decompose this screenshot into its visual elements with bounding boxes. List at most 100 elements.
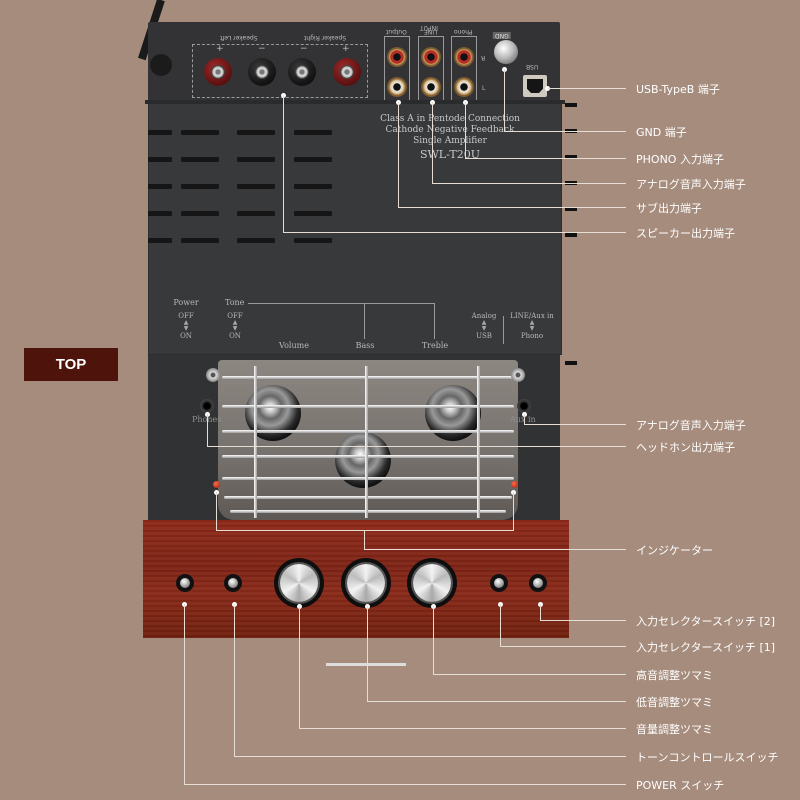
vent-slot — [181, 157, 219, 162]
leader-line — [184, 604, 185, 784]
callout-usb-typeb-terminal: USB-TypeB 端子 — [636, 83, 720, 96]
treble-knob-cap[interactable] — [413, 564, 451, 602]
callout-power-switch: POWER スイッチ — [636, 779, 725, 792]
power-switch[interactable] — [176, 574, 194, 592]
leader-line — [367, 606, 368, 701]
speaker-left-minus-terminal[interactable] — [248, 58, 276, 86]
up-down-arrows-icon: ▲▼ — [481, 319, 487, 332]
phono-r-jack[interactable] — [454, 47, 474, 67]
volume-knob[interactable] — [274, 558, 324, 608]
leader-line — [207, 446, 626, 447]
input-selector-2-switch[interactable] — [529, 574, 547, 592]
power-title: Power — [173, 298, 199, 307]
leader-line — [207, 414, 208, 446]
phono-label: Phono — [454, 28, 473, 35]
speaker-right-minus-terminal[interactable] — [288, 58, 316, 86]
gnd-terminal[interactable] — [494, 40, 518, 64]
leader-line — [500, 646, 626, 647]
vent-slot — [148, 184, 172, 189]
cage-bar — [230, 510, 506, 513]
cage-screw — [206, 368, 220, 382]
leader-line — [234, 756, 626, 757]
output-l-jack[interactable] — [387, 77, 407, 97]
callout-analog-input-terminal-rear: アナログ音声入力端子 — [636, 178, 746, 191]
channel-r-label: R — [481, 54, 486, 61]
phono-l-jack[interactable] — [454, 77, 474, 97]
volume-knob-cap[interactable] — [280, 564, 318, 602]
model-line-3: Single Amplifier — [413, 136, 487, 146]
cage-bar — [222, 376, 514, 379]
treble-legend: Treble — [421, 341, 449, 350]
line-l-jack[interactable] — [421, 77, 441, 97]
model-name: SWL-T20U — [419, 148, 481, 161]
leader-line — [398, 102, 399, 208]
leader-line — [364, 549, 626, 550]
callout-dot — [545, 86, 550, 91]
tone-legend: Tone OFF ▲▼ ON — [215, 298, 255, 340]
tone-bracket — [434, 303, 435, 339]
input2-phono-label: Phono — [520, 332, 544, 340]
treble-knob[interactable] — [407, 558, 457, 608]
leader-line — [504, 131, 626, 132]
vent-slot — [181, 211, 219, 216]
tone-control-switch[interactable] — [224, 574, 242, 592]
tone-bracket — [248, 303, 434, 304]
leader-line — [216, 530, 514, 531]
speaker-left-label: Speaker Left — [220, 34, 258, 41]
cage-bar — [254, 366, 257, 518]
vent-slot — [294, 130, 332, 135]
tone-title: Tone — [225, 298, 245, 307]
leader-line — [465, 158, 626, 159]
model-line-2: Cathode Negative Feedback — [385, 125, 515, 135]
phones-jack[interactable] — [200, 399, 214, 413]
usb-label: USB — [526, 63, 539, 70]
up-down-arrows-icon: ▲▼ — [529, 319, 535, 332]
vent-slot — [148, 238, 172, 243]
output-r-jack[interactable] — [387, 47, 407, 67]
line-label: LINE — [424, 28, 438, 35]
phones-label: Phones — [192, 415, 221, 424]
up-down-arrows-icon: ▲▼ — [183, 319, 189, 332]
bass-knob[interactable] — [341, 558, 391, 608]
speaker-right-label: Speaker Right — [304, 34, 347, 41]
model-line-1: Class A in Pentode Connection — [380, 114, 520, 124]
polarity-mark: + — [216, 44, 224, 54]
cage-screw — [511, 368, 525, 382]
callout-analog-input-terminal-side: アナログ音声入力端子 — [636, 419, 746, 432]
power-on-label: ON — [180, 332, 192, 340]
leader-line — [433, 674, 626, 675]
leader-line — [234, 604, 235, 756]
vent-slot — [565, 207, 577, 211]
input2-legend: LINE/Aux in ▲▼ Phono — [506, 312, 558, 340]
vent-slot — [294, 184, 332, 189]
callout-bass-knob: 低音調整ツマミ — [636, 696, 713, 709]
leader-line — [283, 232, 626, 233]
bass-knob-cap[interactable] — [347, 564, 385, 602]
line-r-jack[interactable] — [421, 47, 441, 67]
vent-slot — [565, 361, 577, 365]
polarity-mark: − — [300, 44, 308, 54]
leader-line — [504, 69, 505, 131]
vent-slot — [181, 238, 219, 243]
speaker-left-plus-terminal[interactable] — [204, 58, 232, 86]
vent-slot — [237, 184, 275, 189]
aux-in-label: Aux in — [510, 415, 536, 424]
usb-typeb-port[interactable] — [523, 75, 547, 97]
leader-line — [432, 102, 433, 183]
vent-slot — [181, 130, 219, 135]
leader-line — [524, 424, 626, 425]
callout-input-selector-1: 入力セレクタースイッチ [1] — [636, 641, 776, 654]
vent-slot — [148, 130, 172, 135]
speaker-terminal-group — [192, 44, 368, 98]
cage-bar — [222, 430, 514, 433]
input-selector-1-switch[interactable] — [490, 574, 508, 592]
vent-slot — [294, 211, 332, 216]
input1-usb-label: USB — [476, 332, 492, 340]
aux-in-jack[interactable] — [517, 399, 531, 413]
speaker-right-plus-terminal[interactable] — [333, 58, 361, 86]
leader-line — [283, 95, 284, 232]
volume-legend: Volume — [279, 341, 309, 350]
leader-line — [367, 701, 626, 702]
leader-line — [433, 606, 434, 674]
leader-line — [432, 183, 626, 184]
